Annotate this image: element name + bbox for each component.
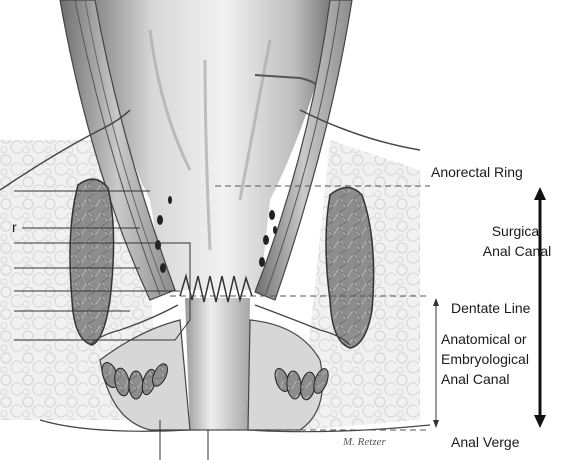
anorectal-ring-label: Anorectal Ring (431, 163, 523, 182)
surgical-anal-canal-label-line1: Surgical (462, 222, 570, 241)
anatomical-canal-label-line2: Embryological (441, 350, 529, 369)
anatomical-canal-label-line1: Anatomical or (441, 330, 527, 349)
right-external-sphincter (326, 188, 374, 349)
left-partial-label: r (12, 218, 17, 237)
surgical-anal-canal-label-line2: Anal Canal (462, 242, 570, 261)
artist-signature: M. Retzer (343, 436, 386, 448)
anatomical-canal-label-line3: Anal Canal (441, 370, 510, 389)
anal-canal (185, 298, 250, 430)
anatomical-canal-arrow (433, 298, 439, 428)
dentate-line-label: Dentate Line (451, 299, 530, 318)
anal-verge-label: Anal Verge (451, 433, 520, 452)
